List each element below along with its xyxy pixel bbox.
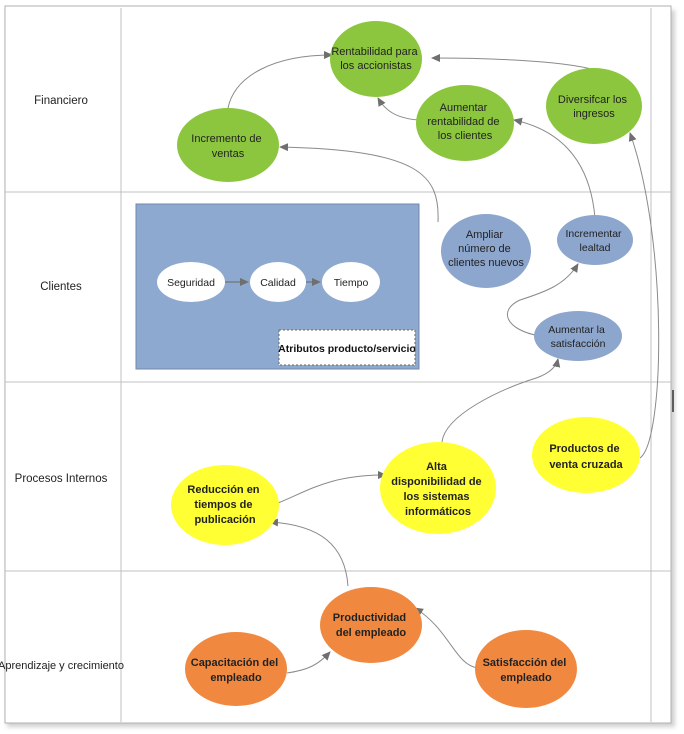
attributes-caption-box [278, 329, 416, 366]
perspective-labels: Financiero Clientes Procesos Internos Ap… [0, 95, 124, 672]
grid-lines [5, 8, 671, 722]
node-satisfaccion [534, 311, 622, 361]
node-aumentar-rentabilidad [416, 85, 514, 161]
attr-calidad-label: Calidad [260, 277, 296, 289]
arrow-aumentar-rentabilidad [377, 97, 419, 121]
node-productos-label: Productos de venta cruzada [549, 443, 623, 471]
arrow-productividad-reduccion [269, 518, 349, 587]
arrow-disponibilidad-satisfaccion [441, 358, 561, 443]
label-procesos: Procesos Internos [15, 473, 108, 485]
arrow-lealtad-aumentar [513, 117, 596, 219]
nodes [171, 21, 642, 708]
connectors [227, 51, 660, 674]
node-disponibilidad-label: Alta disponibilidad de los sistemas info… [391, 461, 485, 518]
node-labels: Rentabilidad para los accionistas Increm… [187, 46, 630, 684]
attr-seguridad-label: Seguridad [167, 277, 215, 289]
node-rentabilidad [330, 21, 422, 97]
arrow-ventas-rentabilidad [227, 51, 333, 109]
node-lealtad [557, 215, 633, 265]
label-financiero: Financiero [34, 95, 88, 107]
attr-tiempo [322, 262, 380, 302]
arrow-capacitacion-productividad [286, 651, 331, 674]
node-reduccion [171, 465, 279, 545]
attributes-panel: Seguridad Calidad Tiempo Atributos produ… [135, 203, 420, 370]
node-diversificar-label: Diversifcar los ingresos [558, 94, 630, 120]
arrow-diversificar-rentabilidad [431, 54, 596, 71]
node-diversificar [546, 68, 642, 144]
node-productividad-label: Productividad del empleado [333, 612, 409, 639]
arrow-ampliar-ventas [279, 143, 439, 223]
node-disponibilidad [380, 442, 496, 534]
node-ampliar-label: Ampliar número de clientes nuevos [448, 229, 524, 269]
arrow-reduccion-disponibilidad [277, 471, 387, 504]
node-satisfaccion-empleado [475, 630, 577, 708]
node-productos [532, 417, 640, 493]
attr-seguridad [157, 262, 225, 302]
label-clientes: Clientes [40, 281, 82, 293]
node-reduccion-label: Reducción en tiempos de publicación [187, 484, 262, 526]
arrow-satisfaccion-lealtad [507, 263, 579, 337]
node-incremento-ventas [177, 108, 279, 182]
node-satisfaccion-label: Aumentar la satisfacción [548, 324, 608, 350]
arrow-satisfaccion-productividad [414, 607, 479, 669]
node-productividad [320, 587, 422, 663]
arrow-productos-diversificar [628, 132, 660, 459]
attr-calidad [250, 262, 306, 302]
node-capacitacion [185, 632, 287, 706]
node-ampliar [441, 214, 531, 288]
node-rentabilidad-label: Rentabilidad para los accionistas [331, 46, 420, 72]
node-incremento-ventas-label: Incremento de ventas [191, 133, 264, 160]
node-capacitacion-label: Capacitación del empleado [191, 657, 281, 684]
attr-tiempo-label: Tiempo [334, 277, 369, 289]
node-satisfaccion-empleado-label: Satisfacción del empleado [483, 657, 570, 684]
attributes-caption: Atributos producto/servicio [278, 343, 416, 355]
node-lealtad-label: Incrementar lealtad [566, 228, 625, 254]
node-aumentar-rentabilidad-label: Aumentar rentabilidad de los clientes [427, 102, 502, 142]
label-aprendizaje: Aprendizaje y crecimiento [0, 660, 124, 672]
